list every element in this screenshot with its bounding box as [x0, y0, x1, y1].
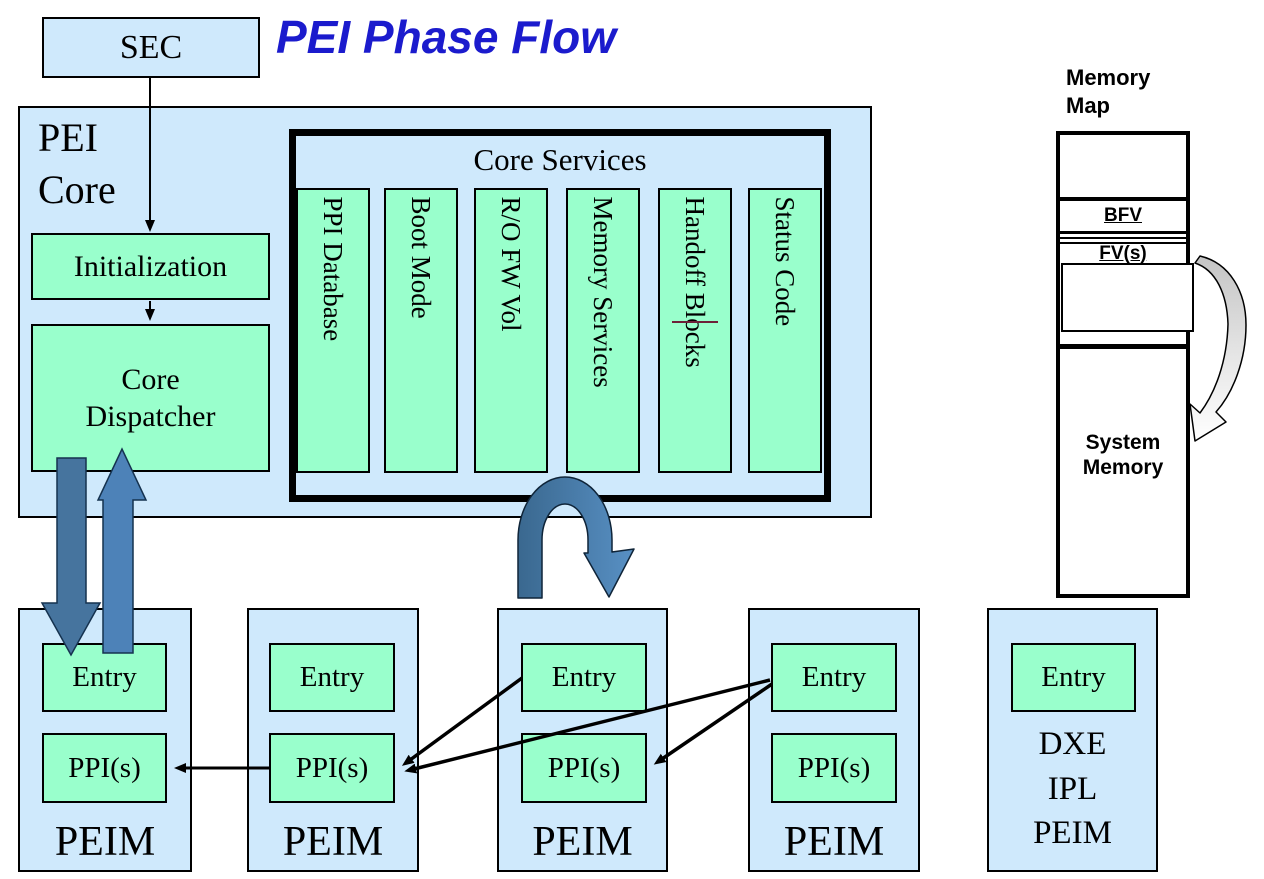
peim-1-ppi-label: PPI(s) — [68, 751, 141, 784]
sec-box: SEC — [42, 17, 260, 78]
core-dispatcher-label: Core Dispatcher — [85, 362, 216, 434]
service-ppi-database: PPI Database — [296, 188, 370, 473]
service-memory-services: Memory Services — [566, 188, 640, 473]
peim-2-entry-label: Entry — [299, 661, 365, 693]
page-title: PEI Phase Flow — [276, 11, 616, 63]
peim-3-ppi-label: PPI(s) — [547, 751, 621, 784]
service-memory-services-label: Memory Services — [588, 196, 619, 388]
service-handoff-blocks-label: Handoff Blocks — [680, 196, 711, 368]
dxe-ipl-entry-label: Entry — [1041, 661, 1106, 693]
memory-map-system-divider — [1060, 344, 1186, 349]
pei-core-label: PEI Core — [38, 115, 116, 212]
memory-map-column — [1056, 131, 1190, 598]
peim-4-entry-box: Entry — [771, 643, 897, 712]
core-services-title: Core Services — [473, 142, 647, 177]
peim-4-entry-label: Entry — [801, 661, 867, 693]
memory-map-divider — [1060, 197, 1186, 201]
peim-2-label: PEIM — [282, 819, 384, 865]
service-handoff-blocks: Handoff Blocks — [658, 188, 732, 473]
peim-2-entry-box: Entry — [269, 643, 395, 712]
memory-map-curved-arrow — [1189, 255, 1247, 442]
memory-map-overlay-box — [1061, 263, 1194, 332]
sec-label: SEC — [119, 28, 183, 66]
memory-map-thin-line-1 — [1060, 237, 1186, 239]
peim-1-label: PEIM — [54, 819, 156, 865]
initialization-label: Initialization — [73, 249, 228, 283]
memory-map-bfv-underline-bar — [1060, 231, 1186, 234]
service-status-code-label: Status Code — [770, 196, 801, 326]
peim-1-ppi-box: PPI(s) — [42, 733, 167, 803]
peim-3-label: PEIM — [532, 819, 633, 865]
initialization-box: Initialization — [31, 233, 270, 300]
memory-map-thin-line-2 — [1060, 242, 1186, 244]
memory-map-bfv-label: BFV — [1104, 205, 1142, 226]
service-ro-fw-vol-label: R/O FW Vol — [496, 196, 527, 332]
peim-3-entry-label: Entry — [551, 661, 617, 693]
peim-4-label: PEIM — [783, 819, 885, 865]
peim-2-ppi-box: PPI(s) — [269, 733, 395, 803]
handoff-artifact-line — [672, 321, 718, 323]
core-dispatcher-box: Core Dispatcher — [31, 324, 270, 472]
service-boot-mode: Boot Mode — [384, 188, 458, 473]
peim-1-entry-label: Entry — [72, 661, 137, 693]
peim-4-ppi-box: PPI(s) — [771, 733, 897, 803]
peim-3-ppi-box: PPI(s) — [521, 733, 647, 803]
memory-map-fv-label: FV(s) — [1099, 244, 1147, 263]
memory-map-title: Memory Map — [1066, 65, 1151, 118]
service-status-code: Status Code — [748, 188, 822, 473]
service-boot-mode-label: Boot Mode — [406, 196, 437, 319]
peim-3-entry-box: Entry — [521, 643, 647, 712]
system-memory-label: System Memory — [1082, 431, 1164, 480]
dxe-ipl-label: DXE IPL PEIM — [1033, 726, 1112, 852]
service-ro-fw-vol: R/O FW Vol — [474, 188, 548, 473]
service-ppi-database-label: PPI Database — [318, 196, 349, 341]
dxe-ipl-entry-box: Entry — [1011, 643, 1136, 712]
peim-4-ppi-label: PPI(s) — [797, 751, 871, 784]
peim-2-ppi-label: PPI(s) — [295, 751, 369, 784]
peim-1-entry-box: Entry — [42, 643, 167, 712]
